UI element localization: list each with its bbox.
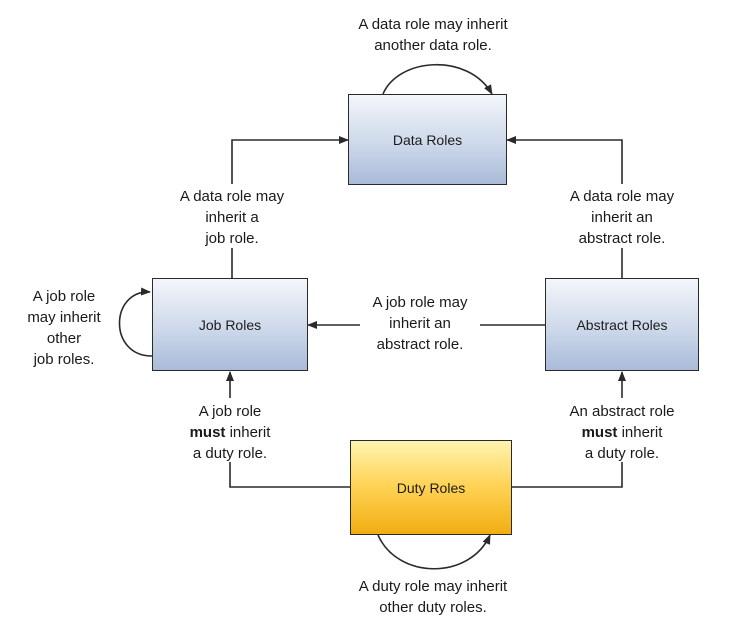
label-duty-to-abstract: An abstract role must inherit a duty rol… — [569, 403, 675, 462]
arrow-duty-to-abstract-lower — [512, 462, 623, 488]
label-job-to-data: A data role may inherit a job role. — [179, 188, 285, 247]
arrow-abstract-to-data — [506, 136, 623, 184]
self-loop-duty — [377, 534, 491, 570]
arrow-job-to-data-upper — [231, 136, 349, 184]
label-abstract-to-data: A data role may inherit an abstract role… — [569, 188, 675, 247]
self-loop-job — [118, 287, 153, 357]
self-loop-data — [382, 63, 493, 95]
abstract-roles-node: Abstract Roles — [545, 278, 699, 371]
label-abstract-to-job: A job role may inherit an abstract role. — [372, 294, 468, 353]
label-duty-self-inherit: A duty role may inherit other duty roles… — [358, 578, 508, 616]
label-job-self-inherit: A job role may inherit other job roles. — [27, 288, 101, 368]
duty-roles-node: Duty Roles — [350, 440, 512, 535]
data-roles-node: Data Roles — [348, 94, 507, 185]
label-duty-to-job: A job role must inherit a duty role. — [189, 403, 271, 462]
label-data-self-inherit: A data role may inherit another data rol… — [358, 16, 508, 54]
job-roles-node: Job Roles — [152, 278, 308, 371]
duty-roles-label: Duty Roles — [396, 479, 466, 496]
arrow-duty-to-job-lower — [229, 462, 350, 488]
abstract-roles-label: Abstract Roles — [576, 316, 668, 333]
job-roles-label: Job Roles — [198, 316, 262, 333]
data-roles-label: Data Roles — [392, 131, 463, 148]
